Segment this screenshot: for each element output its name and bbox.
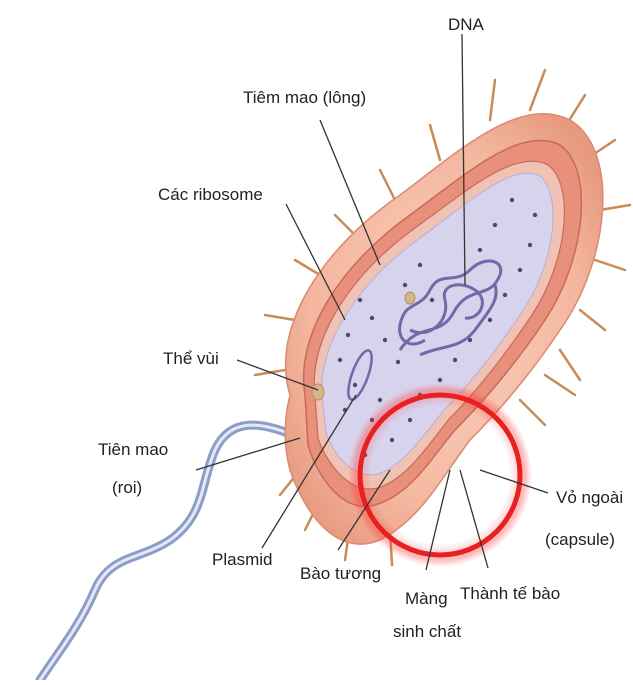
label-cell-wall: Thành tế bào — [460, 584, 560, 603]
label-flagellum-1: Tiên mao — [98, 440, 168, 459]
label-pili: Tiêm mao (lông) — [243, 88, 366, 107]
label-plasmid: Plasmid — [212, 550, 272, 569]
flagellum — [40, 425, 314, 680]
label-flagellum-2: (roi) — [112, 478, 142, 497]
label-membrane-2: sinh chất — [393, 622, 461, 641]
label-mesosome: Thể vùi — [163, 349, 219, 368]
label-capsule-1: Vỏ ngoài — [556, 488, 623, 507]
label-cytoplasm: Bào tương — [300, 564, 381, 583]
label-membrane-1: Màng — [405, 589, 448, 608]
highlight-circle — [348, 383, 532, 567]
label-ribosomes: Các ribosome — [158, 185, 263, 204]
label-dna: DNA — [448, 15, 485, 34]
label-capsule-2: (capsule) — [545, 530, 615, 549]
